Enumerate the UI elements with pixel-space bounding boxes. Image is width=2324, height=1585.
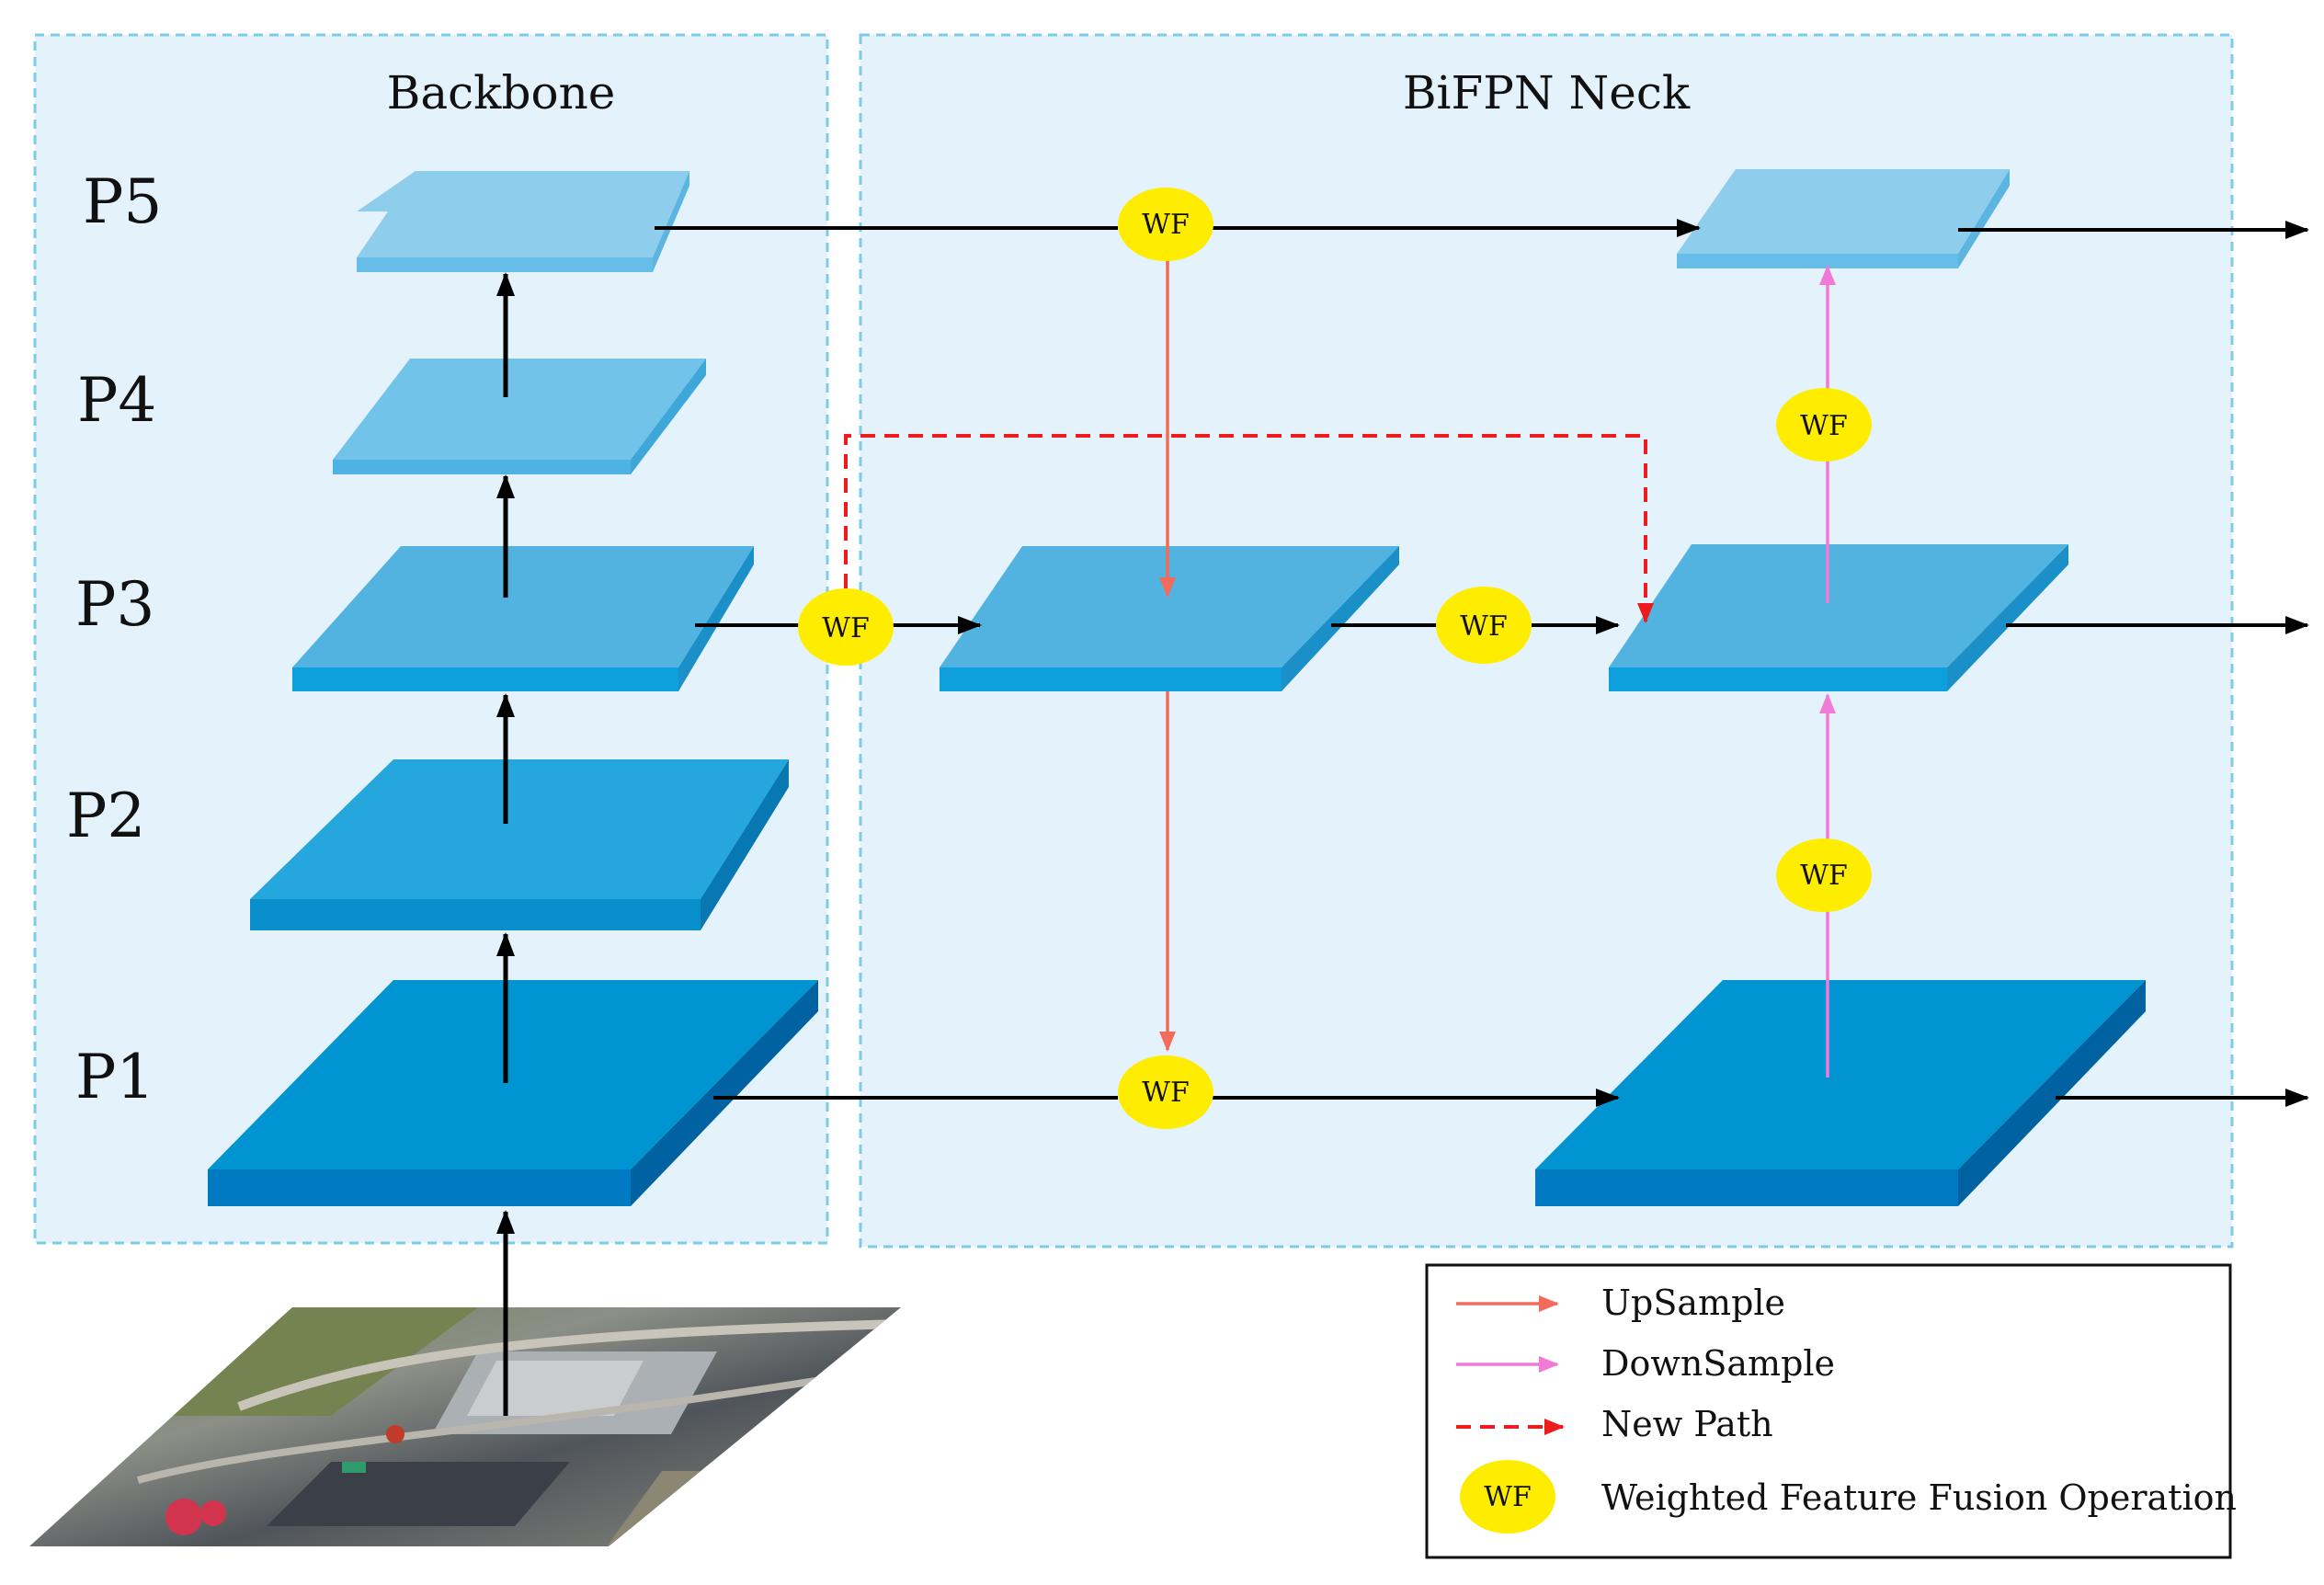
image-green-feature	[342, 1462, 366, 1473]
image-red-feature	[165, 1499, 202, 1535]
slab-top-face	[357, 171, 689, 257]
backbone-slab-p3	[292, 546, 754, 691]
level-label-p5: P5	[83, 166, 162, 237]
wf-node-p3-in: WF	[798, 588, 894, 666]
slab-top-face	[250, 759, 789, 899]
new-path-arrow	[844, 434, 1654, 623]
wf-label: WF	[822, 612, 870, 644]
slab-right	[701, 759, 789, 930]
slab-right	[1947, 544, 2068, 691]
level-label-p1: P1	[75, 1042, 154, 1112]
slab-front-face	[940, 667, 1282, 691]
backbone-slab-p5	[357, 171, 689, 272]
slab-front-face	[333, 460, 631, 474]
slab-top-face	[333, 359, 706, 460]
wf-node-p3-mid: WF	[1436, 587, 1532, 664]
legend-box	[1425, 1263, 2232, 1559]
legend-wf-desc: Weighted Feature Fusion Operation	[1601, 1477, 2237, 1518]
backbone-slab-p4	[333, 359, 706, 474]
legend-downsample-label: DownSample	[1601, 1343, 1835, 1384]
wf-label: WF	[1800, 410, 1848, 442]
wf-label: WF	[1460, 610, 1508, 643]
slab-right	[653, 171, 689, 272]
legend: UpSample DownSample New Path WF Weighted…	[1425, 1263, 2237, 1559]
slab-top-face	[1609, 544, 2068, 667]
wf-label: WF	[1142, 209, 1190, 241]
backbone-slab-p2	[250, 759, 789, 930]
wf-node-down-lower: WF	[1776, 838, 1872, 912]
slab-front-face	[1677, 254, 1958, 268]
slab-top-face	[292, 546, 754, 667]
slab-top-face	[940, 546, 1399, 667]
input-aerial-image	[29, 1307, 901, 1546]
wf-label: WF	[1800, 860, 1848, 892]
slab-right	[1282, 546, 1399, 691]
neck-title: BiFPN Neck	[1403, 66, 1691, 120]
wf-circle	[1436, 587, 1532, 664]
legend-new-path-label: New Path	[1601, 1404, 1773, 1444]
slab-front-face	[292, 667, 678, 691]
level-label-p4: P4	[77, 365, 156, 436]
slab-right	[631, 359, 706, 474]
legend-wf-symbol-label: WF	[1484, 1481, 1532, 1513]
slab-right	[678, 546, 754, 691]
slab-top-face	[1535, 980, 2146, 1169]
slab-front-face	[1535, 1169, 1958, 1206]
slab-right	[1958, 169, 2010, 268]
slab-right	[1958, 980, 2146, 1206]
slab-top-face	[208, 980, 818, 1169]
lateral-arrows	[655, 219, 2309, 1107]
image-roof	[467, 1361, 644, 1416]
wf-node-p1: WF	[1118, 1055, 1213, 1129]
neck-slab-p1-out	[1535, 980, 2146, 1206]
wf-node-p5: WF	[1118, 188, 1213, 261]
image-grass	[165, 1307, 478, 1416]
legend-upsample-label: UpSample	[1601, 1283, 1785, 1323]
slab-top-face	[1677, 169, 2010, 254]
legend-wf-symbol	[1460, 1460, 1555, 1534]
wf-circle	[1118, 188, 1213, 261]
image-red-feature-3	[386, 1425, 404, 1443]
image-road	[237, 1319, 901, 1411]
neck-slab-p3-out	[1609, 544, 2068, 691]
wf-node-down-upper: WF	[1776, 388, 1872, 462]
slab-front-face	[208, 1169, 631, 1206]
neck-slab-p5-out	[1677, 169, 2010, 268]
wf-circle	[1776, 838, 1872, 912]
level-label-p2: P2	[66, 781, 145, 851]
neck-slab-p3-mid	[940, 546, 1399, 691]
wf-circle	[798, 588, 894, 666]
slab-front-face	[250, 899, 701, 930]
slab-front-face	[357, 257, 653, 272]
new-path-line	[844, 434, 1654, 623]
wf-label: WF	[1142, 1077, 1190, 1109]
image-dark-block	[267, 1462, 570, 1526]
image-red-feature-2	[200, 1500, 226, 1526]
wf-circle	[1118, 1055, 1213, 1129]
level-label-p3: P3	[75, 569, 154, 640]
backbone-slab-p1	[208, 980, 818, 1206]
slab-front-face	[1609, 667, 1947, 691]
wf-circle	[1776, 388, 1872, 462]
slab-right	[631, 980, 818, 1206]
backbone-title: Backbone	[387, 66, 616, 120]
